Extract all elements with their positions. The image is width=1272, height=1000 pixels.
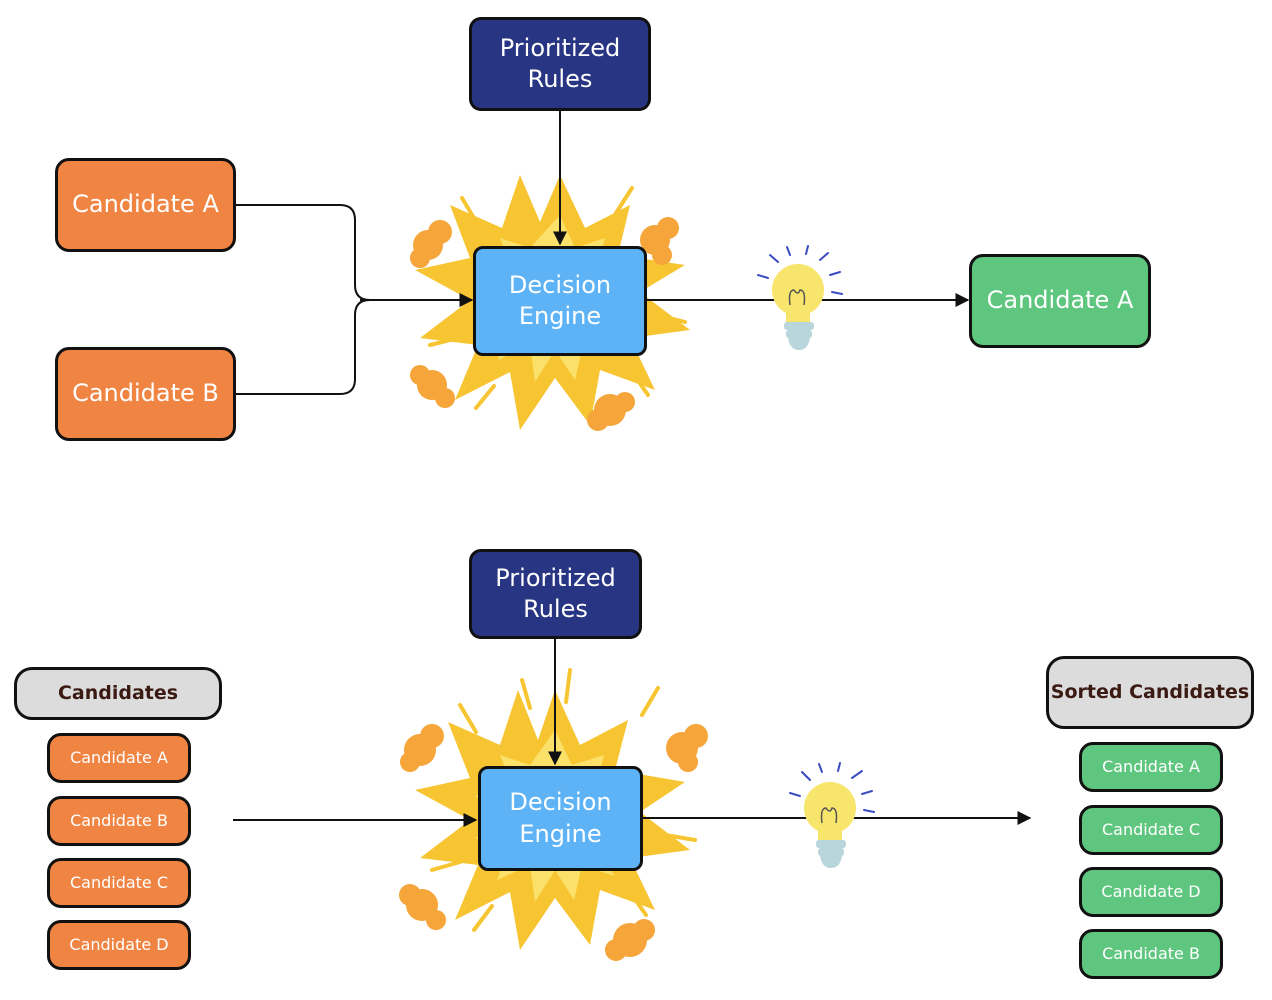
sorted-candidates-header-label: Sorted Candidates bbox=[1050, 681, 1250, 704]
decision-engine-box-bottom: Decision Engine bbox=[478, 766, 643, 871]
selected-candidate-label: Candidate A bbox=[986, 286, 1134, 315]
sorted-candidate-item-label: Candidate C bbox=[1101, 819, 1201, 839]
candidate-a-connector bbox=[236, 204, 371, 301]
selected-candidate-output-box: Candidate A bbox=[969, 254, 1151, 348]
prioritized-rules-label: Prioritized Rules bbox=[495, 563, 616, 623]
decision-engine-label: Decision Engine bbox=[508, 270, 612, 330]
candidate-list-item: Candidate C bbox=[47, 858, 191, 908]
candidate-b-input-box: Candidate B bbox=[55, 347, 236, 441]
candidate-a-input-box: Candidate A bbox=[55, 158, 236, 252]
prioritized-rules-box-bottom: Prioritized Rules bbox=[469, 549, 642, 639]
candidate-list-item-label: Candidate C bbox=[69, 872, 169, 892]
candidate-list-item-label: Candidate D bbox=[69, 934, 169, 954]
prioritized-rules-box-top: Prioritized Rules bbox=[469, 17, 651, 111]
sorted-candidate-item-label: Candidate B bbox=[1102, 943, 1200, 963]
prioritized-rules-label: Prioritized Rules bbox=[499, 33, 621, 93]
candidate-a-label: Candidate A bbox=[72, 190, 219, 219]
candidate-list-item-label: Candidate B bbox=[70, 810, 168, 830]
candidate-list-item: Candidate B bbox=[47, 796, 191, 846]
candidate-b-connector bbox=[236, 299, 371, 395]
candidate-list-item: Candidate A bbox=[47, 733, 191, 783]
candidates-header-label: Candidates bbox=[57, 682, 179, 705]
sorted-candidate-item: Candidate C bbox=[1079, 805, 1223, 855]
lightbulb-icon-bottom bbox=[789, 762, 875, 868]
sorted-candidate-item-label: Candidate A bbox=[1102, 756, 1200, 776]
sorted-candidate-item: Candidate B bbox=[1079, 929, 1223, 979]
lightbulb-icon-top bbox=[757, 245, 843, 350]
candidates-header-box: Candidates bbox=[14, 667, 222, 720]
sorted-candidate-item-label: Candidate D bbox=[1101, 881, 1201, 901]
candidate-b-label: Candidate B bbox=[72, 379, 219, 408]
candidate-list-item-label: Candidate A bbox=[70, 747, 168, 767]
sorted-candidate-item: Candidate A bbox=[1079, 742, 1223, 792]
decision-engine-box-top: Decision Engine bbox=[473, 246, 647, 356]
candidate-list-item: Candidate D bbox=[47, 920, 191, 970]
decision-engine-label: Decision Engine bbox=[509, 788, 612, 848]
sorted-candidate-item: Candidate D bbox=[1079, 867, 1223, 917]
sorted-candidates-header-box: Sorted Candidates bbox=[1046, 656, 1254, 729]
